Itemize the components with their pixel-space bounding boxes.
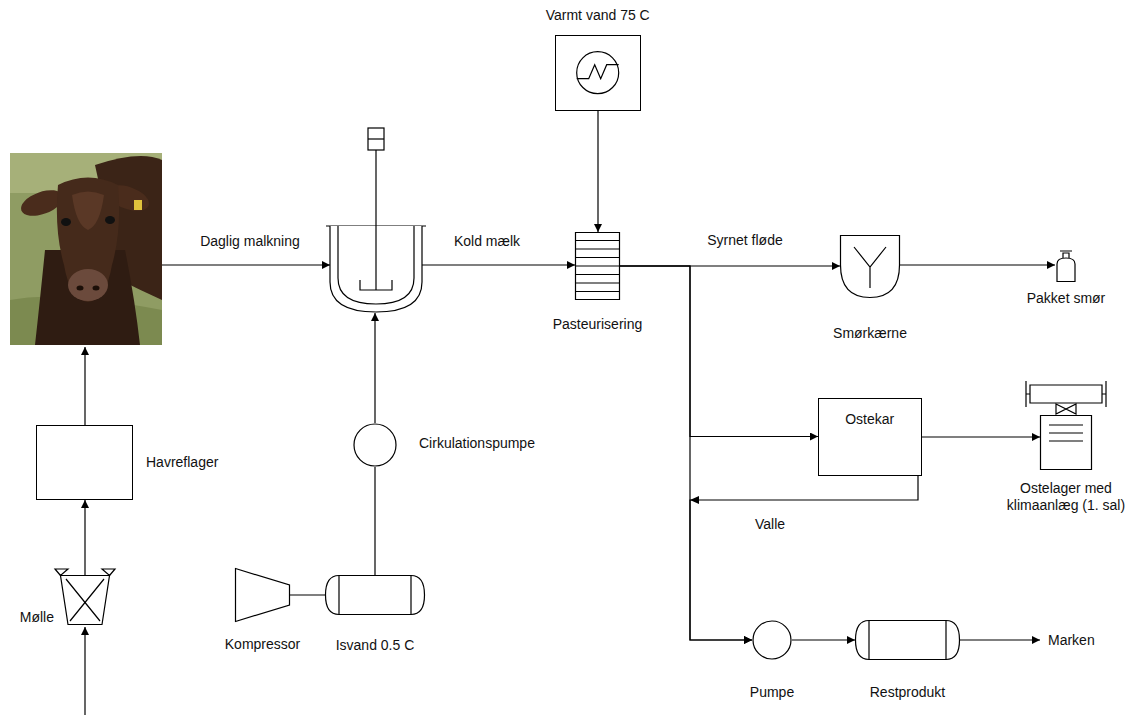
pasteurizer-symbol: [575, 232, 620, 300]
milk-tank: [375, 150, 376, 290]
node-label: Pumpe: [750, 684, 794, 701]
flow-label: Daglig malkning: [200, 233, 300, 250]
edge-label: Valle: [753, 516, 787, 533]
flow-arrow: [84, 347, 85, 425]
ice-water-tank: Isvand 0.5 C: [325, 575, 425, 615]
cheese-store: Ostelager med klimaanlæg (1. sal): [1040, 415, 1092, 470]
cow-photo: [72, 192, 104, 231]
flow-line: [922, 436, 1040, 437]
symbol-part: [576, 241, 620, 292]
symbol-part: [577, 65, 619, 79]
flow-arrow: [84, 627, 85, 715]
flow-arrow: [422, 264, 575, 265]
symbol-part: [66, 579, 104, 621]
symbol-part: [856, 621, 960, 660]
cheese-vat: Ostekar: [818, 398, 922, 476]
symbol-part: [869, 621, 946, 660]
flow-line: [900, 264, 1055, 265]
node-label: Pakket smør: [1027, 290, 1106, 307]
cow-photo: [93, 286, 100, 291]
milk-tank: [368, 138, 384, 139]
flow-line: [690, 476, 918, 640]
heater-box-symbol: [556, 36, 642, 112]
oat-bin: Havreflager: [36, 425, 133, 500]
flow-line: [290, 594, 325, 595]
node-label: Mølle: [20, 609, 54, 626]
flow-arrow: [960, 639, 1040, 640]
symbol-part: [339, 576, 411, 615]
mill-symbol: Mølle: [60, 575, 110, 625]
cow-photo: [105, 216, 115, 224]
butter-churn-symbol: [840, 235, 900, 298]
symbol-part: [61, 576, 110, 625]
mill-symbol-symbol: [60, 575, 110, 625]
symbol-part: [55, 569, 115, 576]
node-label: Pasteurisering: [553, 316, 643, 333]
cheese-store-symbol: [1040, 415, 1092, 470]
cow-photo: [57, 178, 119, 303]
symbol-part: [753, 621, 791, 659]
pump: Pumpe: [752, 620, 792, 660]
symbol-part: [1060, 251, 1072, 258]
butter-pack-symbol: [1055, 250, 1077, 282]
symbol-part: [236, 569, 290, 622]
flow-label: Marken: [1048, 632, 1095, 649]
ice-water-tank-symbol: [325, 575, 425, 615]
butter-churn: Smørkærne: [840, 235, 900, 298]
milk-tank: [368, 128, 384, 150]
symbol-part: [354, 424, 396, 466]
cow-photo: [77, 286, 84, 291]
symbol-part: [326, 576, 425, 615]
cow-photo: [10, 153, 162, 345]
node-label: Restprodukt: [870, 684, 945, 701]
flow-arrow: [162, 264, 330, 265]
node-label: Smørkærne: [833, 325, 907, 342]
pump-symbol: [752, 620, 792, 660]
residue-tank: Restprodukt: [855, 620, 960, 660]
flow-line: [84, 500, 85, 575]
flow-label: Kold mælk: [454, 233, 520, 250]
flow-line: [792, 639, 855, 640]
node-label: Ostekar: [845, 411, 894, 428]
flow-line: [374, 467, 375, 575]
flow-arrow: [85, 265, 1040, 715]
symbol-part: [1057, 258, 1075, 282]
cow-photo: [134, 200, 142, 210]
flow-line: [597, 111, 598, 232]
flow-arrow: [374, 313, 375, 423]
cow-photo: [10, 153, 162, 345]
node-label: Varmt vand 75 C: [546, 7, 650, 24]
heater-box: Varmt vand 75 C: [555, 35, 641, 111]
symbol-part: [1056, 404, 1076, 414]
symbol-part: [1041, 416, 1092, 470]
symbol-part: [577, 52, 619, 94]
node-label: Cirkulationspumpe: [419, 435, 535, 452]
flow-line: [620, 266, 818, 437]
milk-tank: [360, 280, 392, 290]
pasteurizer: Pasteurisering: [575, 232, 620, 300]
node-label: Kompressor: [225, 636, 300, 653]
edge-label: Syrnet fløde: [705, 232, 784, 249]
compressor: Kompressor: [235, 568, 290, 622]
node-label: Havreflager: [146, 454, 218, 471]
symbol-part: [576, 233, 620, 300]
circulation-pump: Cirkulationspumpe: [353, 423, 397, 467]
symbol-part: [854, 247, 886, 288]
butter-pack: Pakket smør: [1055, 250, 1077, 282]
circulation-pump-symbol: [353, 423, 397, 467]
symbol-part: [1026, 381, 1106, 407]
symbol-part: [841, 236, 900, 298]
milk-tank: [326, 128, 426, 312]
cow-photo: [61, 218, 71, 226]
node-label: Ostelager med klimaanlæg (1. sal): [999, 480, 1134, 514]
symbol-part: [1030, 385, 1102, 403]
compressor-symbol: [235, 568, 290, 622]
symbol-part: [1049, 425, 1083, 441]
node-label: Isvand 0.5 C: [336, 637, 415, 654]
cow-photo: [68, 269, 108, 301]
residue-tank-symbol: [855, 620, 960, 660]
